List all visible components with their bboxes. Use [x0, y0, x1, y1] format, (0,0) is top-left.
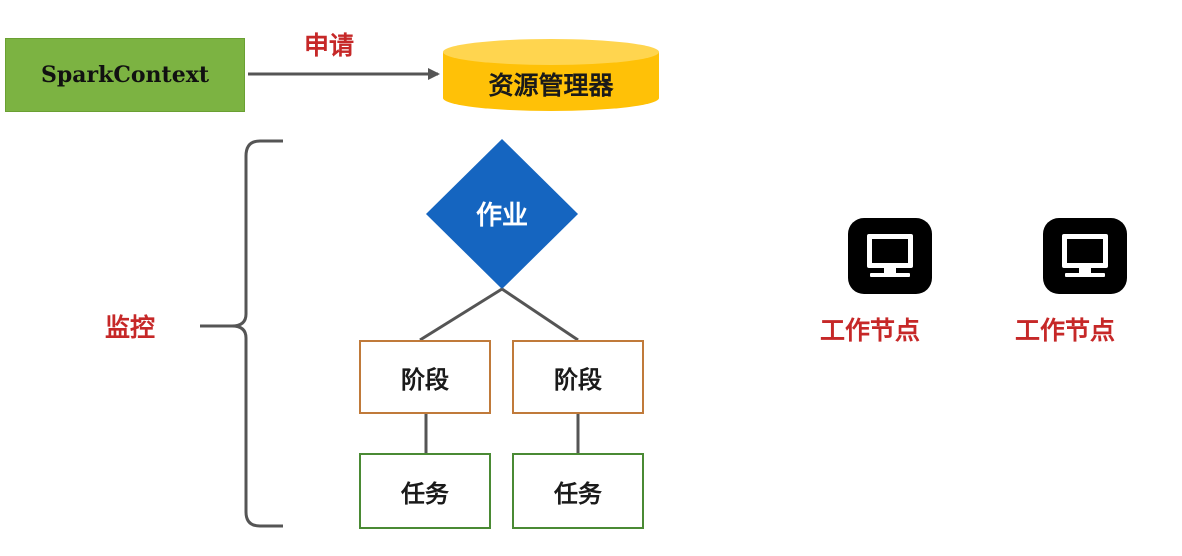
- task-label: 任务: [401, 479, 449, 508]
- stage-label: 阶段: [401, 365, 449, 394]
- task-box-1: 任务: [359, 453, 491, 529]
- spark-context-box: SparkContext: [5, 38, 245, 112]
- stage-label: 阶段: [554, 365, 602, 394]
- job-to-stage-1: [419, 287, 503, 342]
- task-label: 任务: [554, 479, 602, 508]
- worker-node-2-icon-tile: [1043, 218, 1127, 294]
- worker-node-1-icon-tile: [848, 218, 932, 294]
- task-box-2: 任务: [512, 453, 644, 529]
- monitor-icon: [867, 234, 913, 277]
- job-to-stage-2: [501, 287, 579, 342]
- resource-manager-cylinder: [443, 39, 659, 111]
- request-label: 申请: [304, 31, 355, 60]
- worker-node-label: 工作节点: [1015, 316, 1116, 345]
- resource-manager-label: 资源管理器: [488, 71, 614, 100]
- job-label: 作业: [475, 200, 528, 231]
- job-diamond: [426, 139, 578, 289]
- stage-box-1: 阶段: [359, 340, 491, 414]
- monitor-icon: [1062, 234, 1108, 277]
- worker-node-label: 工作节点: [820, 316, 921, 345]
- spark-context-label: SparkContext: [41, 62, 209, 88]
- stage-box-2: 阶段: [512, 340, 644, 414]
- monitor-brace: [200, 139, 283, 528]
- monitor-label: 监控: [105, 313, 156, 342]
